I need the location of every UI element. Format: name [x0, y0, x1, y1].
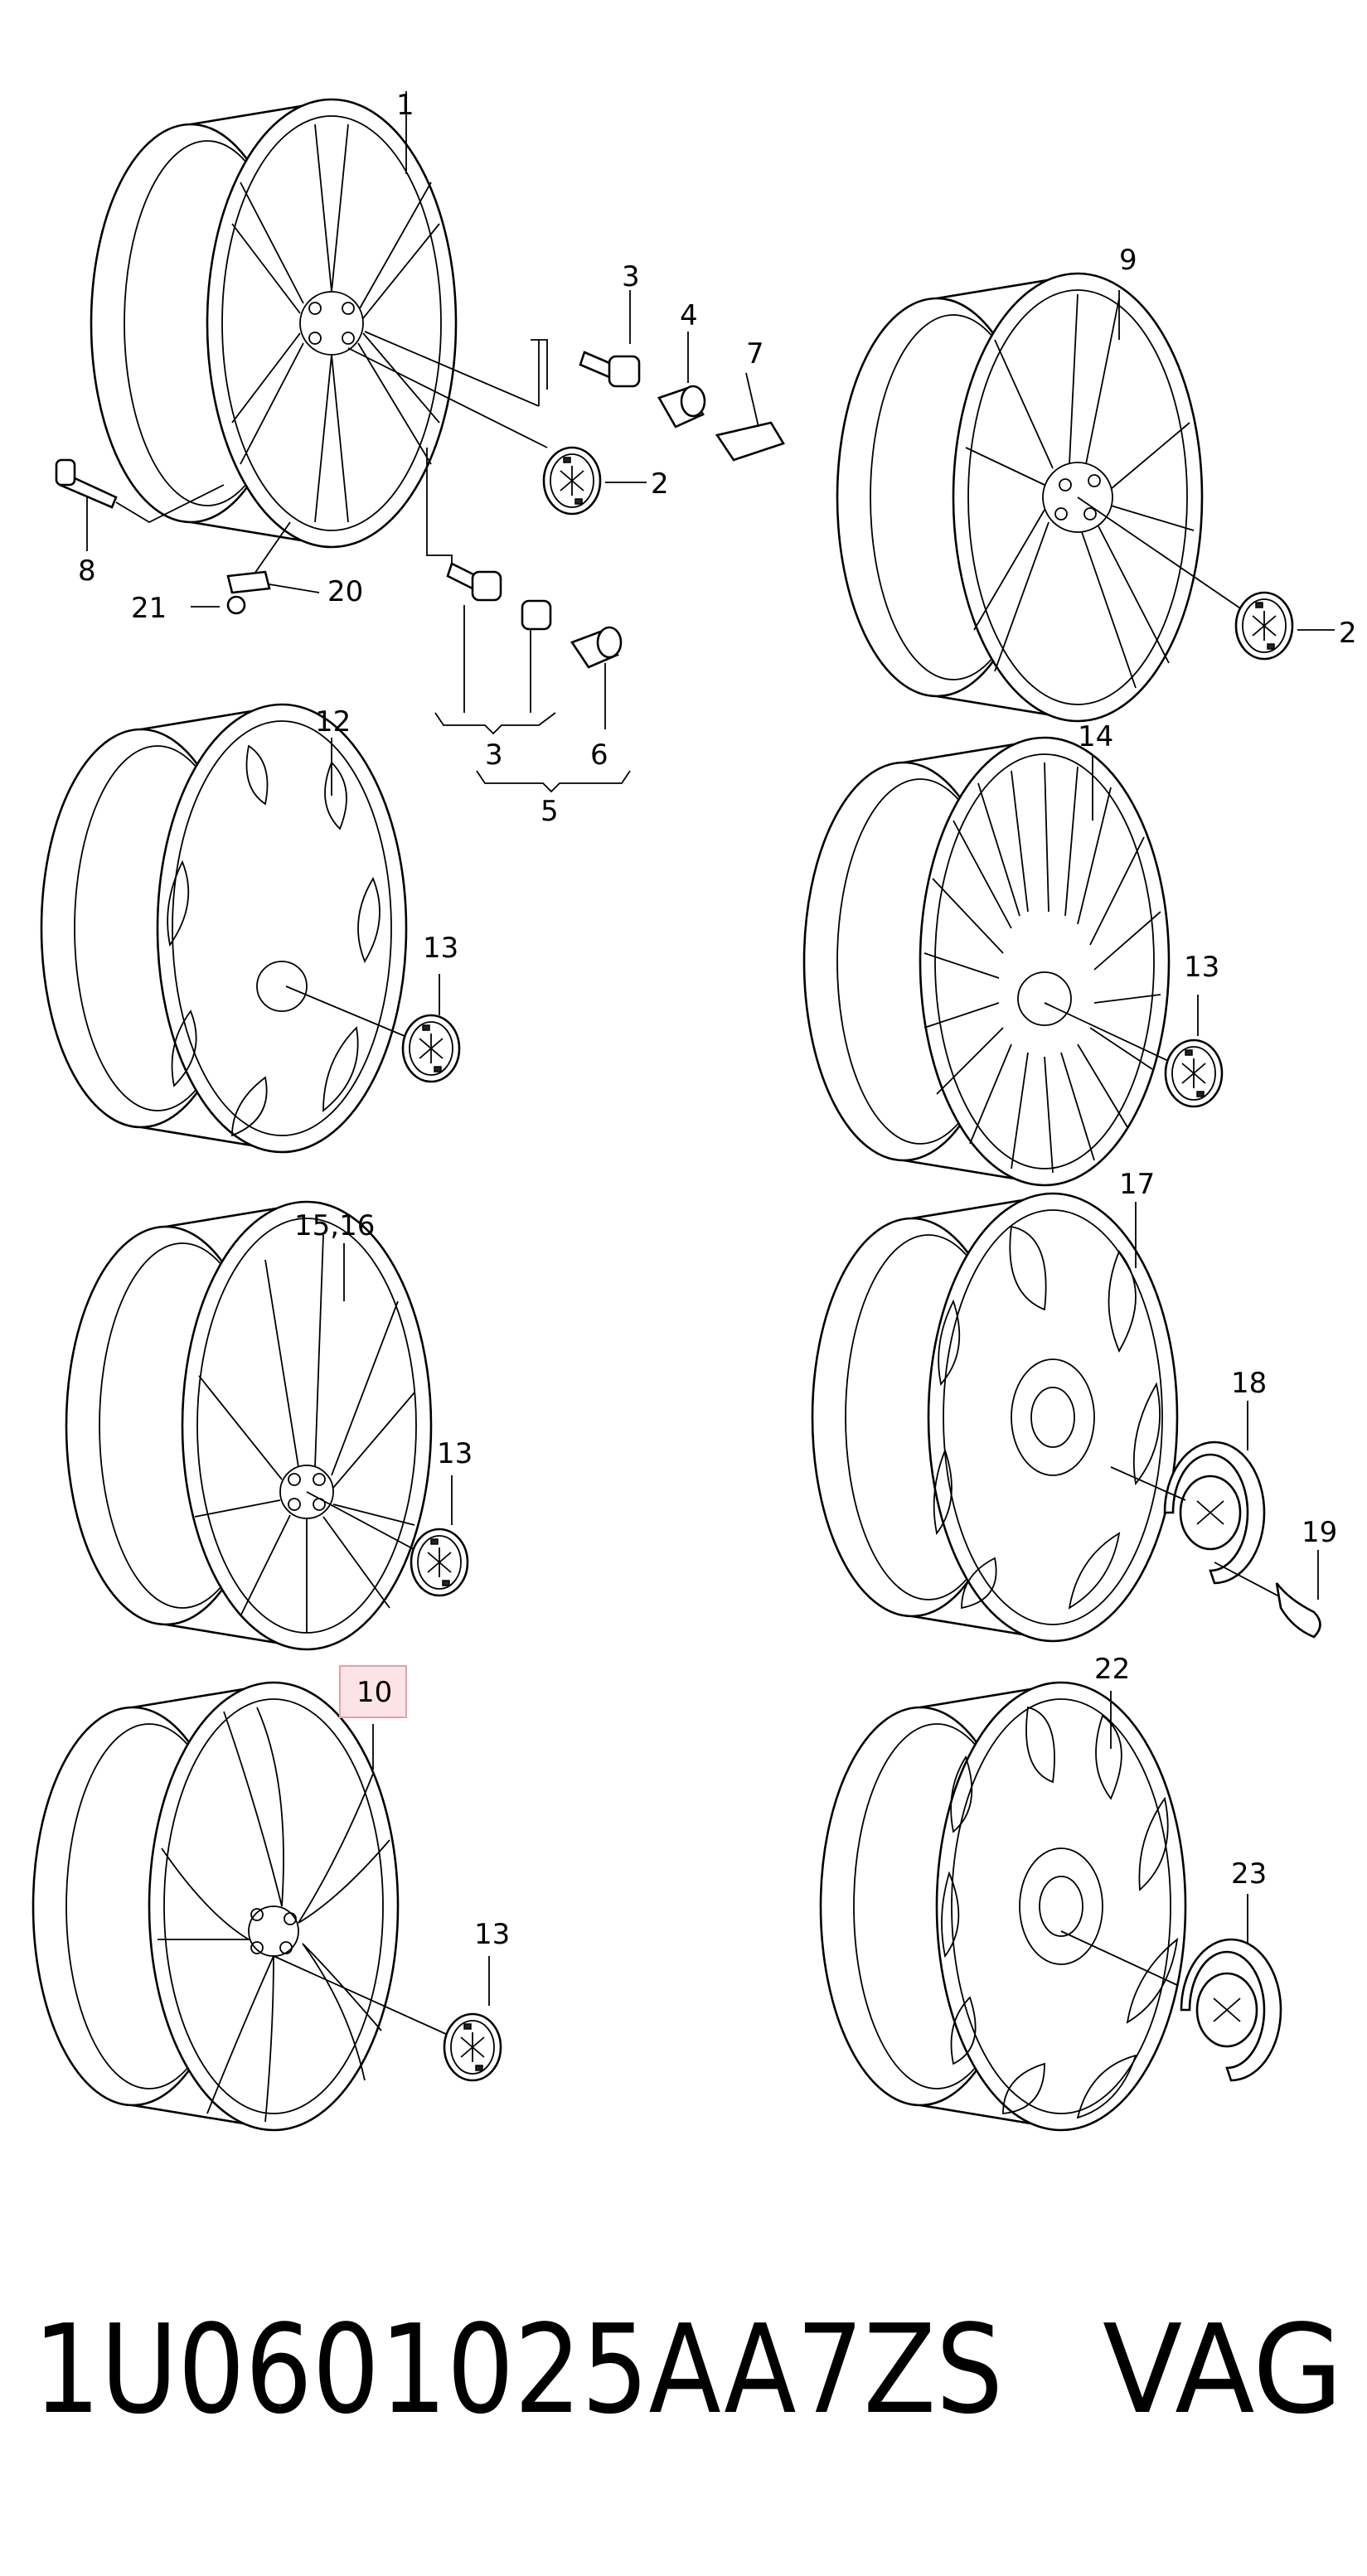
callout-12: 12	[315, 705, 351, 738]
part-number: 1U0601025AA7ZS	[33, 2298, 1003, 2441]
wheel-15-16	[65, 1200, 433, 1651]
callout-13d: 13	[474, 1918, 510, 1951]
clip-19	[1214, 1550, 1321, 1639]
callout-17: 17	[1119, 1168, 1155, 1201]
callout-22: 22	[1094, 1653, 1130, 1686]
callout-23: 23	[1231, 1857, 1267, 1891]
callout-13a: 13	[423, 932, 458, 965]
callout-10: 10	[356, 1676, 392, 1709]
wheel-9	[836, 272, 1204, 723]
callout-3a: 3	[622, 260, 640, 293]
center-cap-13d	[443, 2012, 502, 2082]
callout-15-16: 15,16	[294, 1209, 375, 1242]
wheel-10	[32, 1681, 400, 2132]
hubcap-18	[1163, 1441, 1266, 1585]
wheel-22	[819, 1681, 1187, 2132]
callout-13c: 13	[437, 1437, 473, 1470]
hubcap-23	[1180, 1938, 1282, 2082]
callout-19: 19	[1302, 1516, 1337, 1549]
callout-2a: 2	[651, 467, 669, 501]
wheel-12	[40, 703, 408, 1154]
center-cap-13c	[410, 1528, 469, 1597]
center-cap-13a	[401, 1014, 461, 1083]
callout-2b: 2	[1339, 617, 1357, 650]
anti-theft-bolt-set	[426, 448, 631, 793]
callout-7: 7	[746, 337, 764, 370]
wheel-bolt-3a	[531, 290, 641, 390]
highlight-box	[339, 1665, 407, 1718]
wheel-17	[811, 1192, 1179, 1643]
callout-21: 21	[131, 592, 167, 625]
wheel-14	[802, 736, 1171, 1187]
wheel-1	[90, 98, 458, 549]
callout-1: 1	[396, 89, 414, 122]
center-cap-2a	[542, 446, 602, 516]
bolt-cap-4	[657, 332, 706, 429]
callout-5: 5	[540, 795, 559, 828]
center-cap-2b	[1234, 591, 1294, 661]
callout-6: 6	[590, 738, 608, 772]
callout-14: 14	[1078, 720, 1113, 753]
brand-name: VAG	[1103, 2298, 1343, 2441]
callout-4: 4	[680, 299, 698, 332]
callout-18: 18	[1231, 1367, 1267, 1400]
puller-tool-7	[715, 372, 785, 462]
tpms-sensor-20	[191, 521, 320, 615]
callout-20: 20	[327, 575, 363, 608]
center-cap-13b	[1164, 1039, 1224, 1108]
callout-13b: 13	[1184, 951, 1219, 984]
valve-8	[55, 458, 225, 551]
callout-9: 9	[1119, 244, 1137, 277]
callout-3b: 3	[485, 738, 503, 772]
callout-8: 8	[78, 554, 96, 588]
